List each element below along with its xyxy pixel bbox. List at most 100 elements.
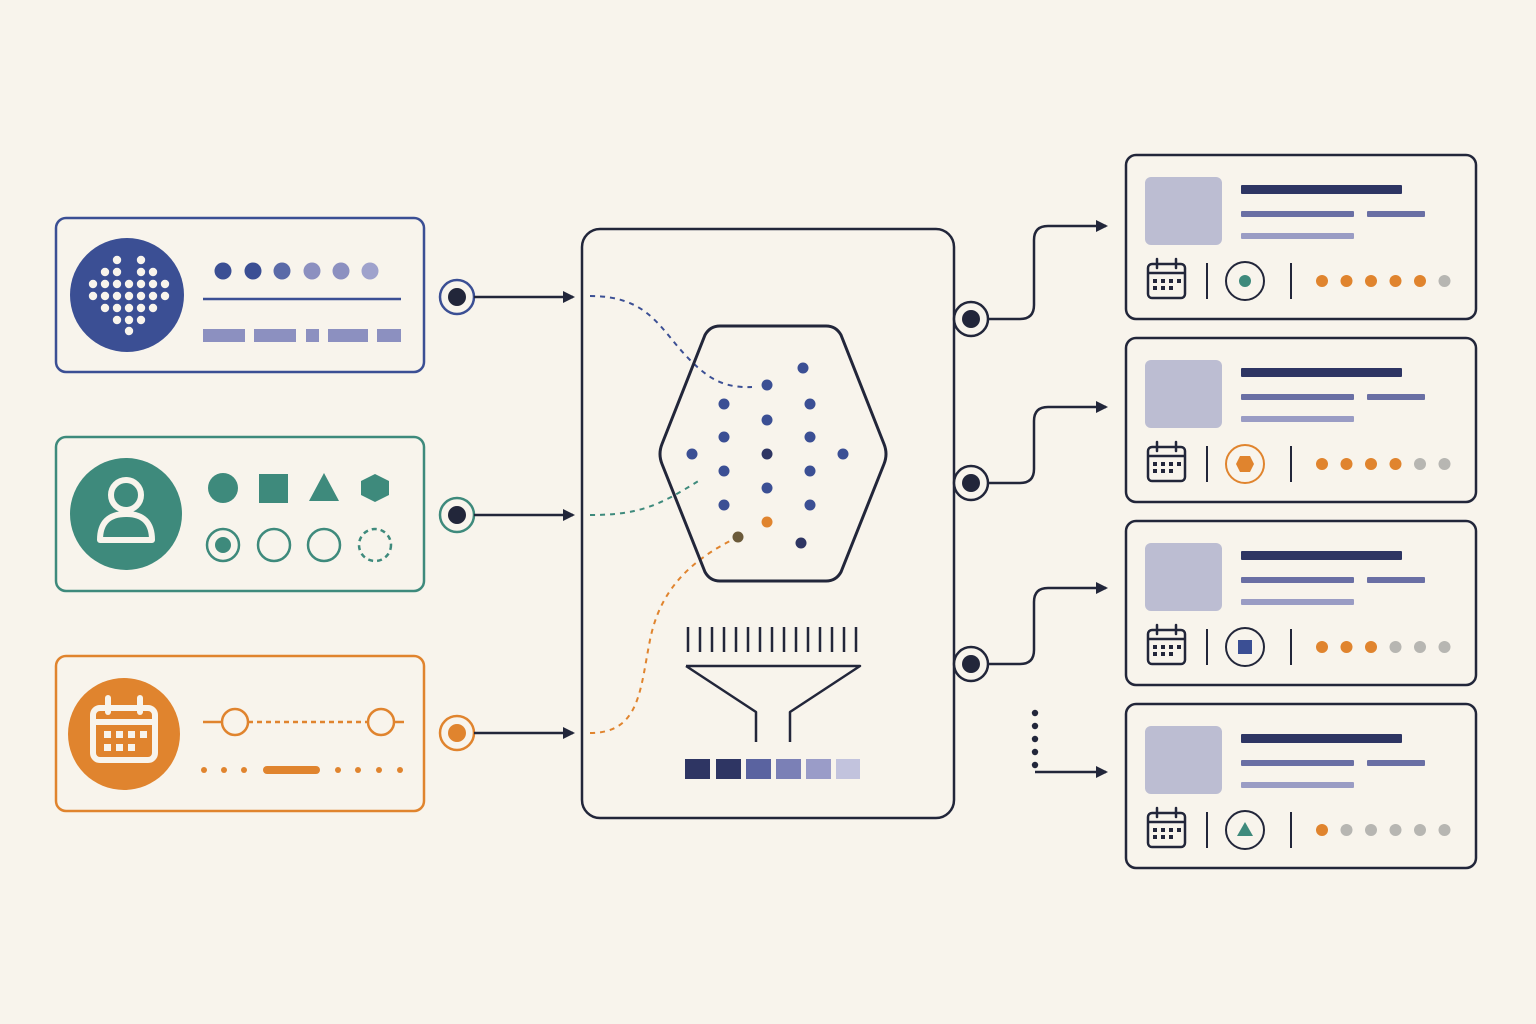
timeline-track [201, 766, 403, 774]
output-text-line [1241, 394, 1354, 400]
signal-bars [203, 329, 401, 342]
timeline-slider[interactable] [203, 707, 404, 737]
output-text-line [1241, 782, 1354, 788]
output-rating [1316, 641, 1451, 653]
core-dot [718, 398, 730, 410]
rating-dot-empty [1414, 641, 1426, 653]
rating-dot-filled [1389, 458, 1402, 470]
core-dot [761, 379, 773, 391]
radio-selected[interactable] [205, 527, 241, 563]
timeline-end-handle[interactable] [366, 707, 396, 737]
rating-dot-empty [1414, 458, 1426, 470]
output-cards [1124, 153, 1478, 870]
processor-panel [580, 227, 956, 820]
core-dot [804, 431, 816, 443]
core-dot [804, 465, 816, 477]
rating-dot-empty [1438, 458, 1451, 470]
radio-option[interactable] [256, 527, 292, 563]
flow-line-signal [589, 295, 753, 389]
core-dot [686, 448, 698, 460]
rating-dot-empty [1340, 824, 1353, 836]
square-shape-icon [259, 474, 288, 503]
output-port-2[interactable] [952, 464, 990, 502]
calendar-icon [1146, 257, 1187, 300]
core-dot [761, 482, 773, 494]
rating-dot-filled [1365, 641, 1377, 653]
rating-dot-filled [1340, 641, 1353, 653]
core-dot [761, 516, 773, 528]
rating-dot-empty [1365, 824, 1377, 836]
radio-options [205, 527, 393, 563]
hexagon-badge-icon [1225, 444, 1265, 484]
core-dot [795, 537, 807, 549]
output-thumbnail [1145, 543, 1222, 611]
output-port-3[interactable] [952, 645, 990, 683]
rating-dot-empty [1389, 641, 1402, 653]
square-badge-icon [1225, 627, 1265, 667]
calendar-icon [1146, 806, 1187, 849]
output-arrow-1 [988, 220, 1108, 321]
flow-line-profile [589, 479, 701, 516]
input-card-profile [54, 435, 426, 593]
output-text-line [1241, 233, 1354, 239]
output-arrow-2 [988, 401, 1108, 485]
output-thumbnail [1145, 177, 1222, 245]
input-card-signal [54, 216, 426, 374]
flow-line-schedule [589, 536, 739, 734]
output-card [1124, 153, 1478, 321]
rating-dot-empty [1438, 641, 1451, 653]
rating-dot-filled [1316, 275, 1328, 287]
circle-shape-icon [208, 473, 238, 503]
rating-dot-filled [1340, 275, 1353, 287]
output-text-line [1241, 416, 1354, 422]
output-card [1124, 702, 1478, 870]
core-dot [804, 398, 816, 410]
funnel-output-bars [685, 759, 860, 779]
input-card-schedule [54, 654, 426, 813]
shape-options [208, 473, 389, 503]
hexagon-cluster-icon [658, 324, 888, 583]
triangle-shape-icon [309, 473, 339, 501]
output-thumbnail [1145, 360, 1222, 428]
output-rating [1316, 458, 1451, 470]
timeline-start-handle[interactable] [220, 707, 250, 737]
output-title-line [1241, 368, 1402, 377]
funnel-icon [685, 627, 862, 779]
output-title-line [1241, 185, 1402, 194]
core-dot [761, 414, 773, 426]
output-text-line [1367, 394, 1425, 400]
output-text-line [1241, 599, 1354, 605]
output-rating [1316, 275, 1451, 287]
output-text-line [1241, 760, 1354, 766]
rating-dot-filled [1316, 824, 1328, 836]
hexagon-shape-icon [361, 474, 389, 502]
rating-dot-empty [1438, 275, 1451, 287]
output-ellipsis [1031, 709, 1039, 769]
radio-option-dashed[interactable] [357, 527, 393, 563]
input-port-signal[interactable] [438, 278, 476, 316]
core-dot [797, 362, 809, 374]
rating-dot-empty [1389, 824, 1402, 836]
input-port-profile[interactable] [438, 496, 476, 534]
rating-dot-filled [1414, 275, 1426, 287]
output-port-1[interactable] [952, 300, 990, 338]
core-dot [718, 431, 730, 443]
core-dot [761, 448, 773, 460]
output-card [1124, 519, 1478, 687]
rating-dot-filled [1365, 275, 1377, 287]
output-thumbnail [1145, 726, 1222, 794]
radio-option[interactable] [306, 527, 342, 563]
rating-dot-filled [1365, 458, 1377, 470]
output-connectors [952, 220, 1108, 778]
rating-dot-filled [1316, 641, 1328, 653]
core-dot [718, 465, 730, 477]
calendar-icon [1146, 440, 1187, 483]
output-title-line [1241, 734, 1402, 743]
dot-badge-icon [1225, 261, 1265, 301]
rating-dot-filled [1389, 275, 1402, 287]
user-icon [70, 458, 182, 570]
calendar-icon [68, 678, 180, 790]
rating-dot-filled [1316, 458, 1328, 470]
input-port-schedule[interactable] [438, 714, 476, 752]
